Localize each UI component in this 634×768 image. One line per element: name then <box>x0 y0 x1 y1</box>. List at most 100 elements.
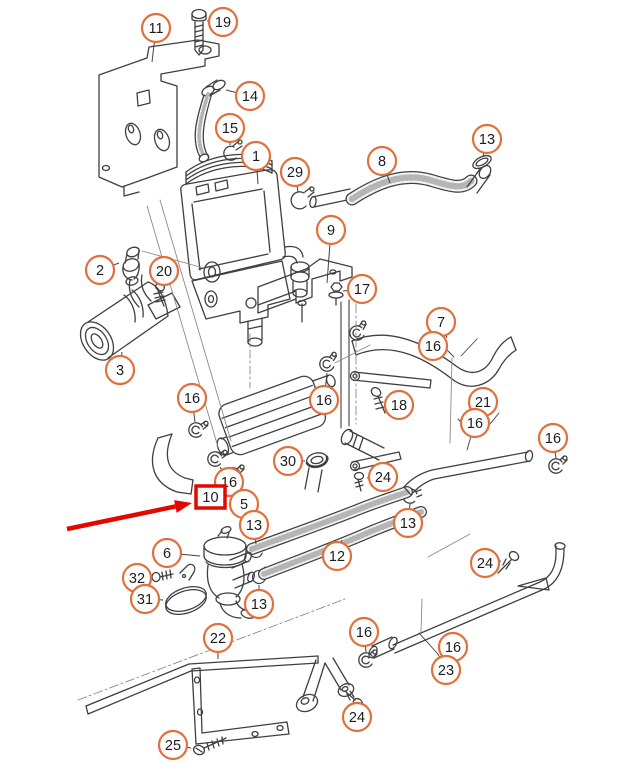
callout-24-37[interactable]: 24 <box>341 701 373 733</box>
callout-20-10[interactable]: 20 <box>148 255 180 287</box>
part-clamp-16 <box>319 351 338 372</box>
callout-circle[interactable] <box>240 140 272 172</box>
callout-30-21[interactable]: 30 <box>272 445 304 477</box>
callout-17-11[interactable]: 17 <box>346 273 378 305</box>
callout-14-2[interactable]: 14 <box>234 80 266 112</box>
callout-circle[interactable] <box>148 255 180 287</box>
callout-16-35[interactable]: 16 <box>437 631 469 663</box>
callout-circle[interactable] <box>202 622 234 654</box>
callout-number: 16 <box>356 625 372 641</box>
callout-circle[interactable] <box>366 145 398 177</box>
callout-number: 30 <box>280 454 296 470</box>
callout-number: 21 <box>475 395 491 411</box>
callout-circle[interactable] <box>151 537 183 569</box>
callout-23-36[interactable]: 23 <box>430 654 462 686</box>
callout-13-7[interactable]: 13 <box>471 123 503 155</box>
callout-16-16[interactable]: 16 <box>308 384 340 416</box>
part-seal-30 <box>304 452 329 493</box>
callout-number: 22 <box>210 631 226 647</box>
callout-8-6[interactable]: 8 <box>366 145 398 177</box>
part-screw-25 <box>192 736 227 756</box>
callout-16-15[interactable]: 16 <box>176 382 208 414</box>
highlighted-callout-number[interactable]: 10 <box>202 490 218 506</box>
callout-number: 16 <box>445 640 461 656</box>
callout-circle[interactable] <box>348 616 380 648</box>
callout-19-1[interactable]: 19 <box>207 6 239 38</box>
callout-circle[interactable] <box>272 445 304 477</box>
callout-9-8[interactable]: 9 <box>315 214 347 246</box>
callout-circle[interactable] <box>279 156 311 188</box>
part-fitting-2 <box>122 246 205 286</box>
callout-16-20[interactable]: 16 <box>537 422 569 454</box>
callout-16-19[interactable]: 16 <box>459 407 491 439</box>
callout-circle[interactable] <box>346 273 378 305</box>
callout-13-26[interactable]: 13 <box>392 507 424 539</box>
diagram-line-art <box>77 8 568 756</box>
callout-3-12[interactable]: 3 <box>104 354 136 386</box>
callout-number: 12 <box>329 549 345 565</box>
callout-29-5[interactable]: 29 <box>279 156 311 188</box>
callout-circle[interactable] <box>140 12 172 44</box>
callout-22-33[interactable]: 22 <box>202 622 234 654</box>
callout-number: 24 <box>349 710 365 726</box>
callout-circle[interactable] <box>308 384 340 416</box>
callout-circle[interactable] <box>392 507 424 539</box>
callout-25-38[interactable]: 25 <box>157 729 189 761</box>
callout-2-9[interactable]: 2 <box>84 254 116 286</box>
callout-circle[interactable] <box>417 330 449 362</box>
callout-circle[interactable] <box>104 354 136 386</box>
callout-circle[interactable] <box>84 254 116 286</box>
callout-number: 16 <box>316 393 332 409</box>
callout-circle[interactable] <box>315 214 347 246</box>
callout-circle[interactable] <box>471 123 503 155</box>
callout-24-32[interactable]: 24 <box>469 547 501 579</box>
callout-31-30[interactable]: 31 <box>129 583 161 615</box>
part-clamp-16 <box>349 320 367 341</box>
callout-circle[interactable] <box>341 701 373 733</box>
callout-16-34[interactable]: 16 <box>348 616 380 648</box>
callout-24-22[interactable]: 24 <box>367 461 399 493</box>
callout-number: 23 <box>438 663 454 679</box>
callout-number: 15 <box>222 121 238 137</box>
callout-circle[interactable] <box>383 389 415 421</box>
callout-13-25[interactable]: 13 <box>238 509 270 541</box>
callout-circle[interactable] <box>430 654 462 686</box>
callout-7-13[interactable]: 7 <box>425 306 457 338</box>
callout-circle[interactable] <box>207 6 239 38</box>
callout-13-31[interactable]: 13 <box>243 588 275 620</box>
callout-15-3[interactable]: 15 <box>214 112 246 144</box>
callout-number: 24 <box>375 470 391 486</box>
callout-18-17[interactable]: 18 <box>383 389 415 421</box>
callout-circle[interactable] <box>238 509 270 541</box>
callout-circle[interactable] <box>214 112 246 144</box>
highlight-arrowhead <box>174 500 192 513</box>
callout-circle[interactable] <box>537 422 569 454</box>
callout-leader-8 <box>386 173 391 184</box>
callout-6-28[interactable]: 6 <box>151 537 183 569</box>
part-clamp-16 <box>207 449 228 467</box>
part-pump-6 <box>203 526 256 619</box>
callout-leader-9 <box>326 243 331 284</box>
callout-number: 13 <box>400 516 416 532</box>
callout-circle[interactable] <box>459 407 491 439</box>
highlighted-callout-box[interactable] <box>194 484 227 510</box>
callout-circle[interactable] <box>129 583 161 615</box>
callout-number: 3 <box>116 363 124 379</box>
callout-circle[interactable] <box>234 80 266 112</box>
callout-circle[interactable] <box>157 729 189 761</box>
callout-12-27[interactable]: 12 <box>321 540 353 572</box>
callout-number: 17 <box>354 282 370 298</box>
callout-circle[interactable] <box>243 588 275 620</box>
callout-1-4[interactable]: 1 <box>240 140 272 172</box>
part-screw-24b <box>497 550 520 574</box>
part-clamp-16 <box>358 649 378 668</box>
callout-11-0[interactable]: 11 <box>140 12 172 44</box>
callout-16-14[interactable]: 16 <box>417 330 449 362</box>
callout-number: 25 <box>165 738 181 754</box>
callout-circle[interactable] <box>176 382 208 414</box>
callout-circle[interactable] <box>321 540 353 572</box>
callout-circle[interactable] <box>367 461 399 493</box>
callout-circle[interactable] <box>469 547 501 579</box>
callout-number: 13 <box>479 132 495 148</box>
